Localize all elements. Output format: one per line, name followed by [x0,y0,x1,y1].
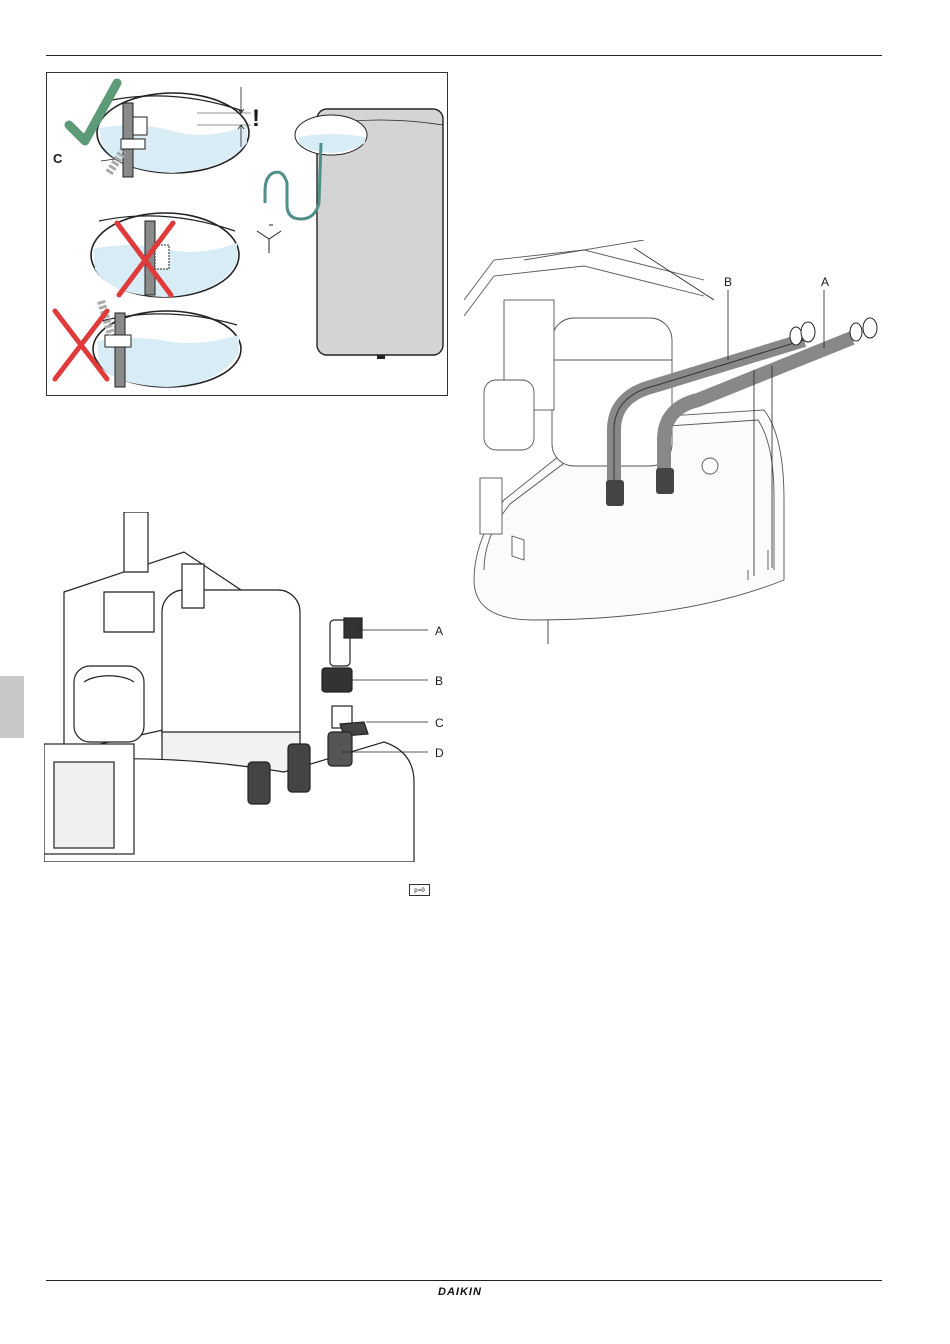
correct-example [97,93,249,177]
drain-hose-figure: C ! [46,72,448,396]
pressure-zero-icon: p=0 [409,884,430,896]
tank-illustration [257,109,443,359]
warning-mark: ! [252,107,260,131]
connection-label-a: A [435,625,443,637]
header-rule [46,55,882,56]
hose-figure: B A [464,240,884,650]
connection-label-b: B [435,675,443,687]
chapter-tab [0,676,24,738]
hose-label-a: A [821,276,829,288]
connections-figure: A B C D [44,512,448,862]
daikin-logo: DAIKIN [438,1286,482,1298]
label-c: C [53,153,62,165]
footer-rule [46,1280,882,1281]
connection-label-d: D [435,747,444,759]
wrong-example-2 [93,301,241,387]
connection-label-c: C [435,717,444,729]
hose-label-b: B [724,276,732,288]
